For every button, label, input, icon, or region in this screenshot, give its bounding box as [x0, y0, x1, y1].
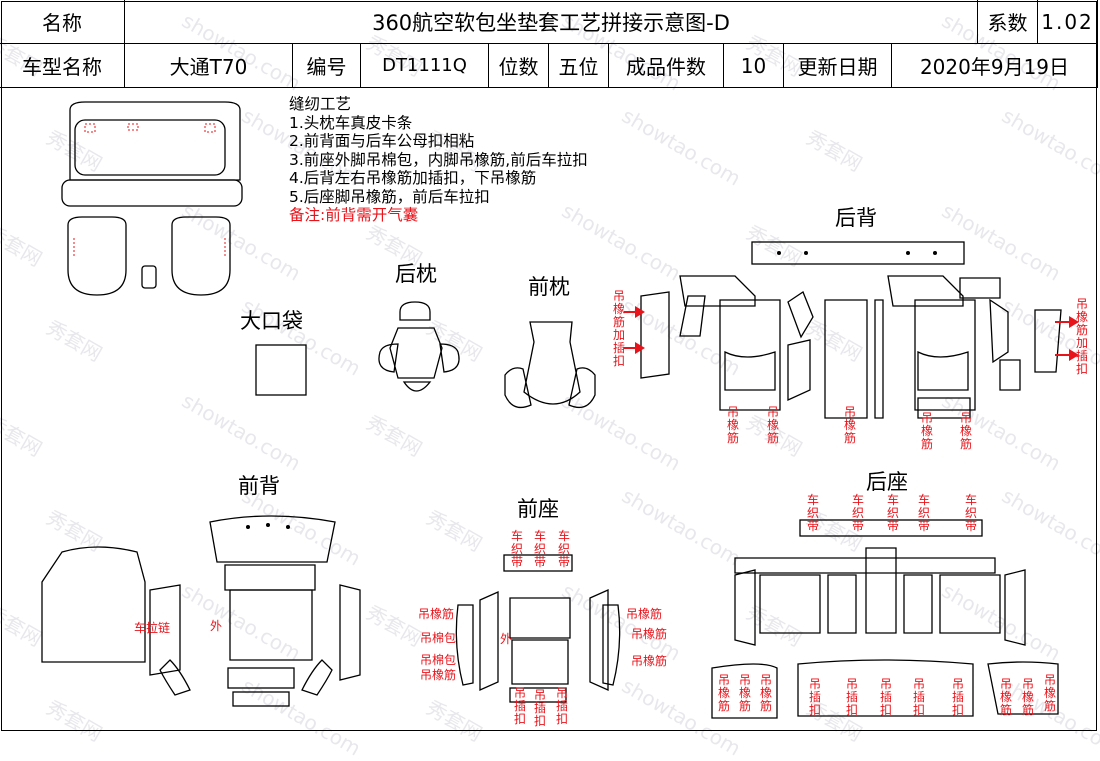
- seat-overview-diagram: [61, 101, 243, 296]
- label-rear-seat-buckle-1: 吊插扣: [808, 677, 821, 717]
- label-rear-seat-rubber-5: 吊橡筋: [1021, 677, 1034, 717]
- label-rear-seat-buckle-5: 吊插扣: [951, 677, 964, 717]
- notes-item-4: 4.后背左右吊橡筋加插扣，下吊橡筋: [289, 169, 537, 187]
- header-row-1: 名称 360航空软包坐垫套工艺拼接示意图-D 系数 1.02: [0, 0, 1100, 44]
- label-front-seat-rubber-right-1: 吊橡筋: [626, 607, 663, 621]
- label-front-seat-outer: 外: [500, 632, 513, 646]
- label-rear-seat-webbing-4: 车织带: [917, 493, 930, 533]
- label-front-seat-webbing-3: 车织带: [557, 529, 570, 569]
- seats-label: 位数: [489, 44, 549, 88]
- pattern-drawing: [41, 101, 1079, 719]
- code-value: DT1111Q: [361, 44, 489, 88]
- label-rear-seat-webbing-2: 车织带: [851, 493, 864, 533]
- notes-item-2: 2.前背面与后车公母扣相粘: [289, 132, 475, 150]
- pieces-value: 10: [724, 44, 784, 88]
- drawing-frame: [1, 1, 1097, 731]
- section-title-front-seat: 前座: [517, 497, 559, 521]
- label-rear-back-rubber-5: 吊橡筋: [959, 411, 972, 451]
- front-back-pieces: [41, 515, 361, 707]
- section-title-front-back: 前背: [238, 474, 280, 498]
- code-label: 编号: [293, 44, 361, 88]
- label-front-seat-webbing-2: 车织带: [533, 529, 546, 569]
- label-front-seat-cotton-left: 吊棉包: [420, 631, 457, 645]
- label-front-seat-rubber-right-2: 吊橡筋: [631, 627, 668, 641]
- label-rear-seat-buckle-4: 吊插扣: [912, 677, 925, 717]
- label-rear-seat-buckle-3: 吊插扣: [879, 677, 892, 717]
- label-rear-seat-rubber-4: 吊橡筋: [999, 677, 1012, 717]
- header-row-2: 车型名称 大通T70 编号 DT1111Q 位数 五位 成品件数 10 更新日期…: [0, 44, 1100, 88]
- label-rear-back-rubber-1: 吊橡筋: [726, 405, 739, 445]
- front-seat-pieces: [455, 554, 621, 703]
- big-pocket-piece: [255, 344, 307, 396]
- page-title: 360航空软包坐垫套工艺拼接示意图-D: [125, 0, 978, 44]
- coef-label: 系数: [978, 0, 1038, 44]
- notes-item-5: 5.后座脚吊橡筋，前后车拉扣: [289, 187, 490, 206]
- rear-back-pieces: [640, 241, 1062, 419]
- label-front-seat-buckle-1: 吊插扣: [513, 686, 526, 726]
- notes-item-3: 3.前座外脚吊棉包，内脚吊橡筋,前后车拉扣: [289, 150, 588, 169]
- date-label: 更新日期: [784, 44, 892, 88]
- front-headrest-pieces: [504, 321, 596, 409]
- label-front-seat-cotton-rubber-left: 吊棉包吊橡筋: [420, 653, 457, 682]
- label-rear-seat-buckle-2: 吊插扣: [845, 677, 858, 717]
- label-rear-seat-rubber-3: 吊橡筋: [759, 673, 772, 713]
- label-rear-seat-webbing-5: 车织带: [964, 493, 977, 533]
- rear-headrest-pieces: [378, 301, 460, 392]
- label-rear-back-rubber-4: 吊橡筋: [920, 411, 933, 451]
- section-title-rear-headrest: 后枕: [395, 262, 437, 286]
- seats-value: 五位: [549, 44, 609, 88]
- section-title-big-pocket: 大口袋: [240, 309, 303, 333]
- label-rear-seat-rubber-6: 吊橡筋: [1043, 673, 1056, 713]
- label-rear-seat-rubber-1: 吊橡筋: [717, 673, 730, 713]
- label-hang-rubber-buckle-right: 吊橡筋加插扣: [1075, 297, 1088, 376]
- label-rear-seat-webbing-1: 车织带: [806, 493, 819, 533]
- notes-item-1: 1.头枕车真皮卡条: [289, 113, 413, 132]
- section-title-rear-seat: 后座: [866, 470, 908, 494]
- section-title-front-headrest: 前枕: [528, 275, 570, 299]
- label-rear-seat-webbing-3: 车织带: [886, 493, 899, 533]
- date-value: 2020年9月19日: [892, 44, 1098, 88]
- label-car-zipper: 车拉链: [134, 621, 171, 635]
- label-front-seat-webbing-1: 车织带: [510, 529, 523, 569]
- sewing-notes: 缝纫工艺 1.头枕车真皮卡条 2.前背面与后车公母扣相粘 3.前座外脚吊棉包，内…: [289, 95, 588, 225]
- coef-value: 1.02: [1038, 0, 1098, 44]
- label-front-back-outer: 外: [210, 619, 223, 633]
- model-label: 车型名称: [0, 44, 125, 88]
- label-front-seat-rubber-left: 吊橡筋: [418, 607, 455, 621]
- label-front-seat-buckle-2: 吊插扣: [533, 688, 546, 728]
- rear-seat-pieces: [711, 519, 1059, 719]
- label-hang-rubber-buckle-left: 吊橡筋加插扣: [612, 289, 625, 368]
- label-rear-back-rubber-2: 吊橡筋: [766, 405, 779, 445]
- name-label: 名称: [0, 0, 125, 44]
- notes-heading: 缝纫工艺: [289, 95, 352, 113]
- model-value: 大通T70: [125, 44, 293, 88]
- section-title-rear-back: 后背: [835, 206, 877, 230]
- label-rear-back-rubber-3: 吊橡筋: [843, 405, 856, 445]
- label-rear-seat-rubber-2: 吊橡筋: [738, 673, 751, 713]
- label-front-seat-buckle-3: 吊插扣: [555, 686, 568, 726]
- label-front-seat-rubber-right-3: 吊橡筋: [631, 654, 668, 668]
- pieces-label: 成品件数: [609, 44, 724, 88]
- notes-remark: 备注:前背需开气囊: [289, 206, 419, 224]
